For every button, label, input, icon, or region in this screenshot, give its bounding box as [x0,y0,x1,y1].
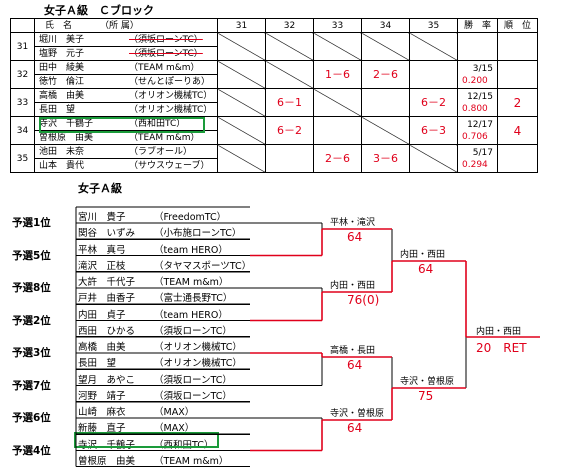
bracket-player: 寺沢 千鶴子（西和田TC） [78,439,214,451]
player-name: 山本 貴代（サウスウェーブ） [34,158,218,173]
match-winner-label: 寺沢・曽根原 [400,377,455,387]
bracket-player: 新藤 直子（MAX） [78,423,195,434]
bracket-player: 平林 真弓（team HERO） [78,244,228,256]
highlight-box-rr [39,117,205,133]
bracket-player: 長田 望（オリオン機械TC） [78,358,242,369]
seed-label: 予選2位 [12,314,51,327]
bracket-player: 戸井 由香子（富士通長野TC） [78,293,233,304]
record-cell [457,32,498,61]
bracket-player: 大許 千代子（TEAM m&m） [78,277,229,288]
row-index: 34 [10,116,35,145]
bracket-player: 滝沢 正枝（タヤマスポーツTC） [78,260,252,272]
bracket-player: 河野 靖子（須坂ローンTC） [78,390,232,402]
bracket-player: 宮川 貴子（FreedomTC） [78,212,227,223]
blank-cell [361,32,410,61]
match-score: 64 [347,421,363,435]
seed-label: 予選1位 [12,217,51,229]
seed-label: 予選4位 [12,444,51,457]
seed-label: 予選5位 [12,249,51,262]
match-winner-label: 寺沢・曽根原 [330,409,385,419]
score-cell: 6－1 [265,88,314,117]
blank-cell [217,32,266,61]
bracket-player: 内田 貞子（team HERO） [78,309,228,321]
match-score: 76(0) [347,293,380,307]
table-row-partner: 山本 貴代（サウスウェーブ） [11,158,538,173]
match-score: 75 [418,389,434,403]
blank-cell [409,144,458,173]
blank-cell [217,144,266,173]
blank-cell [217,60,266,89]
seed-label: 予選8位 [12,282,51,294]
bracket-heading: 女子Ａ級 [78,182,122,195]
roundrobin-heading: 女子Ａ級 Ｃブロック [44,4,154,17]
bracket-player: 関谷 いずみ（小布施ローンTC） [78,228,242,239]
score-cell: 6－2 [265,116,314,145]
score-cell: 1－6 [313,60,362,89]
blank-cell [217,116,266,145]
blank-cell [265,32,314,61]
bracket-player: 望月 あやこ（須坂ローンTC） [78,374,232,386]
seed-label: 予選6位 [12,412,51,424]
score-cell: 3－6 [361,144,410,173]
blank-cell [217,88,266,117]
score-cell: 2－6 [361,60,410,89]
final-winner-label: 内田・西田 [476,327,522,337]
match-winner-label: 高橋・長田 [330,346,376,356]
header-rank: 順 位 [497,18,538,33]
blank-cell [313,32,362,61]
match-winner-label: 平林・滝沢 [330,218,376,228]
bracket-player: 高橋 由美（オリオン機械TC） [78,342,242,353]
bracket-player: 西田 ひかる（須坂ローンTC） [78,325,232,337]
match-score: 64 [347,230,363,244]
bracket-player: 山崎 麻衣（MAX） [78,407,195,418]
seed-label: 予選3位 [12,347,51,359]
match-winner-label: 内田・西田 [400,250,446,260]
rank-cell [497,144,538,173]
row-index: 35 [10,144,35,173]
match-score: 64 [347,358,363,372]
match-score: 64 [418,262,434,276]
score-cell [313,116,362,145]
rank-cell [497,60,538,89]
blank-cell [409,32,458,61]
match-winner-label: 内田・西田 [330,281,376,291]
blank-cell [313,88,362,117]
final-score: 20 RET [476,341,527,355]
highlight-box-bracket [74,432,219,448]
seed-label: 予選7位 [12,379,51,392]
score-cell [265,144,314,173]
blank-cell [361,116,410,145]
bracket-player: 曽根原 由美（TEAM m&m） [78,455,229,467]
